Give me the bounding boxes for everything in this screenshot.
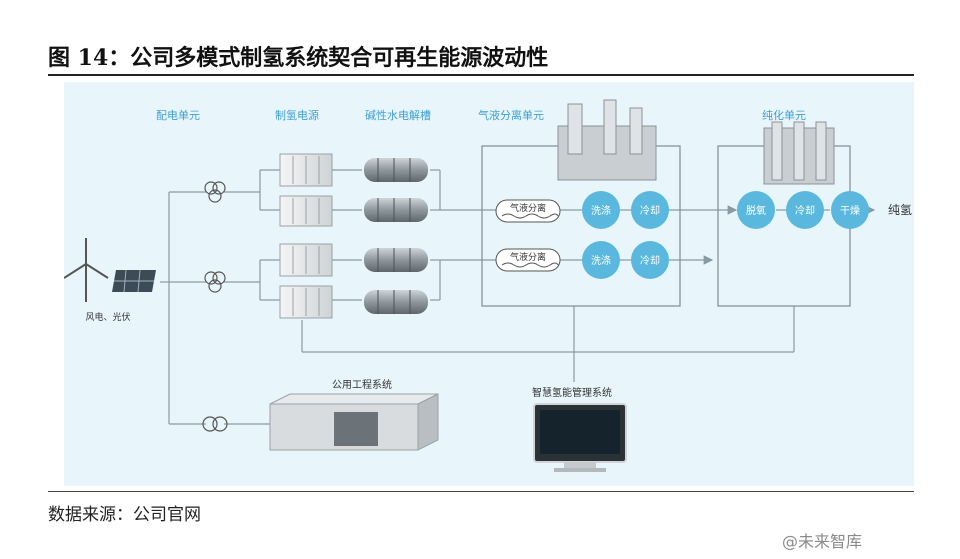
transformer-icon xyxy=(202,416,228,432)
electrolyzer-icon xyxy=(364,248,428,272)
electrolyzer-icon xyxy=(364,290,428,314)
header-electrolyzer: 碱性水电解槽 xyxy=(365,108,431,122)
purification-equipment-icon xyxy=(763,121,835,185)
header-separation: 气液分离单元 xyxy=(478,108,544,122)
cool-node: 冷却 xyxy=(631,241,669,279)
diagram-panel: 配电单元 制氢电源 碱性水电解槽 气液分离单元 纯化单元 风电、光伏 xyxy=(63,82,914,486)
header-purification: 纯化单元 xyxy=(762,108,806,122)
wash-label: 洗涤 xyxy=(591,204,611,217)
power-cabinet-icon xyxy=(279,195,333,227)
title-rule xyxy=(48,74,914,76)
hydrogen-system-diagram: 配电单元 制氢电源 碱性水电解槽 气液分离单元 纯化单元 风电、光伏 xyxy=(63,82,914,486)
cool-label: 冷却 xyxy=(640,254,660,267)
electrolyzer-icon xyxy=(364,158,428,182)
output-label: 纯氢 xyxy=(888,202,912,217)
transformer-icon xyxy=(204,271,226,293)
transformer-icon xyxy=(204,181,226,203)
deoxy-node: 脱氧 xyxy=(737,191,775,229)
power-cabinet-icon xyxy=(279,153,333,187)
dry-label: 干燥 xyxy=(840,205,860,217)
power-cabinet-icon xyxy=(279,243,333,277)
watermark: @未来智库 xyxy=(782,532,863,551)
wash-node: 洗涤 xyxy=(582,241,620,279)
wash-label: 洗涤 xyxy=(591,254,611,267)
power-bus-lines xyxy=(160,169,876,425)
gas-liquid-separator: 气液分离 xyxy=(495,248,561,272)
header-power-distribution: 配电单元 xyxy=(156,109,200,122)
separation-equipment-icon xyxy=(557,99,657,181)
separator-label: 气液分离 xyxy=(510,202,546,214)
utility-container-icon xyxy=(269,393,439,451)
wash-node: 洗涤 xyxy=(582,191,620,229)
monitor-icon xyxy=(533,403,627,472)
cool-node: 冷却 xyxy=(786,191,824,229)
deoxy-label: 脱氧 xyxy=(746,204,766,217)
power-cabinet-icon xyxy=(279,285,333,319)
electrolyzer-icon xyxy=(364,198,428,222)
gas-liquid-separator: 气液分离 xyxy=(495,199,561,223)
renewables-label: 风电、光伏 xyxy=(85,311,130,323)
cool-node: 冷却 xyxy=(631,191,669,229)
separator-label: 气液分离 xyxy=(510,251,546,263)
management-system-label: 智慧氢能管理系统 xyxy=(532,386,612,399)
solar-panel-icon xyxy=(112,269,156,293)
header-h2-power-supply: 制氢电源 xyxy=(275,108,319,122)
cool-label: 冷却 xyxy=(795,204,815,217)
source-note: 数据来源：公司官网 xyxy=(48,505,201,525)
utility-system-label: 公用工程系统 xyxy=(332,378,392,391)
figure-title: 图 14：公司多模式制氢系统契合可再生能源波动性 xyxy=(48,45,549,71)
wind-turbine-icon xyxy=(63,238,109,302)
dry-node: 干燥 xyxy=(831,191,869,229)
cool-label: 冷却 xyxy=(640,204,660,217)
source-rule xyxy=(48,491,914,492)
